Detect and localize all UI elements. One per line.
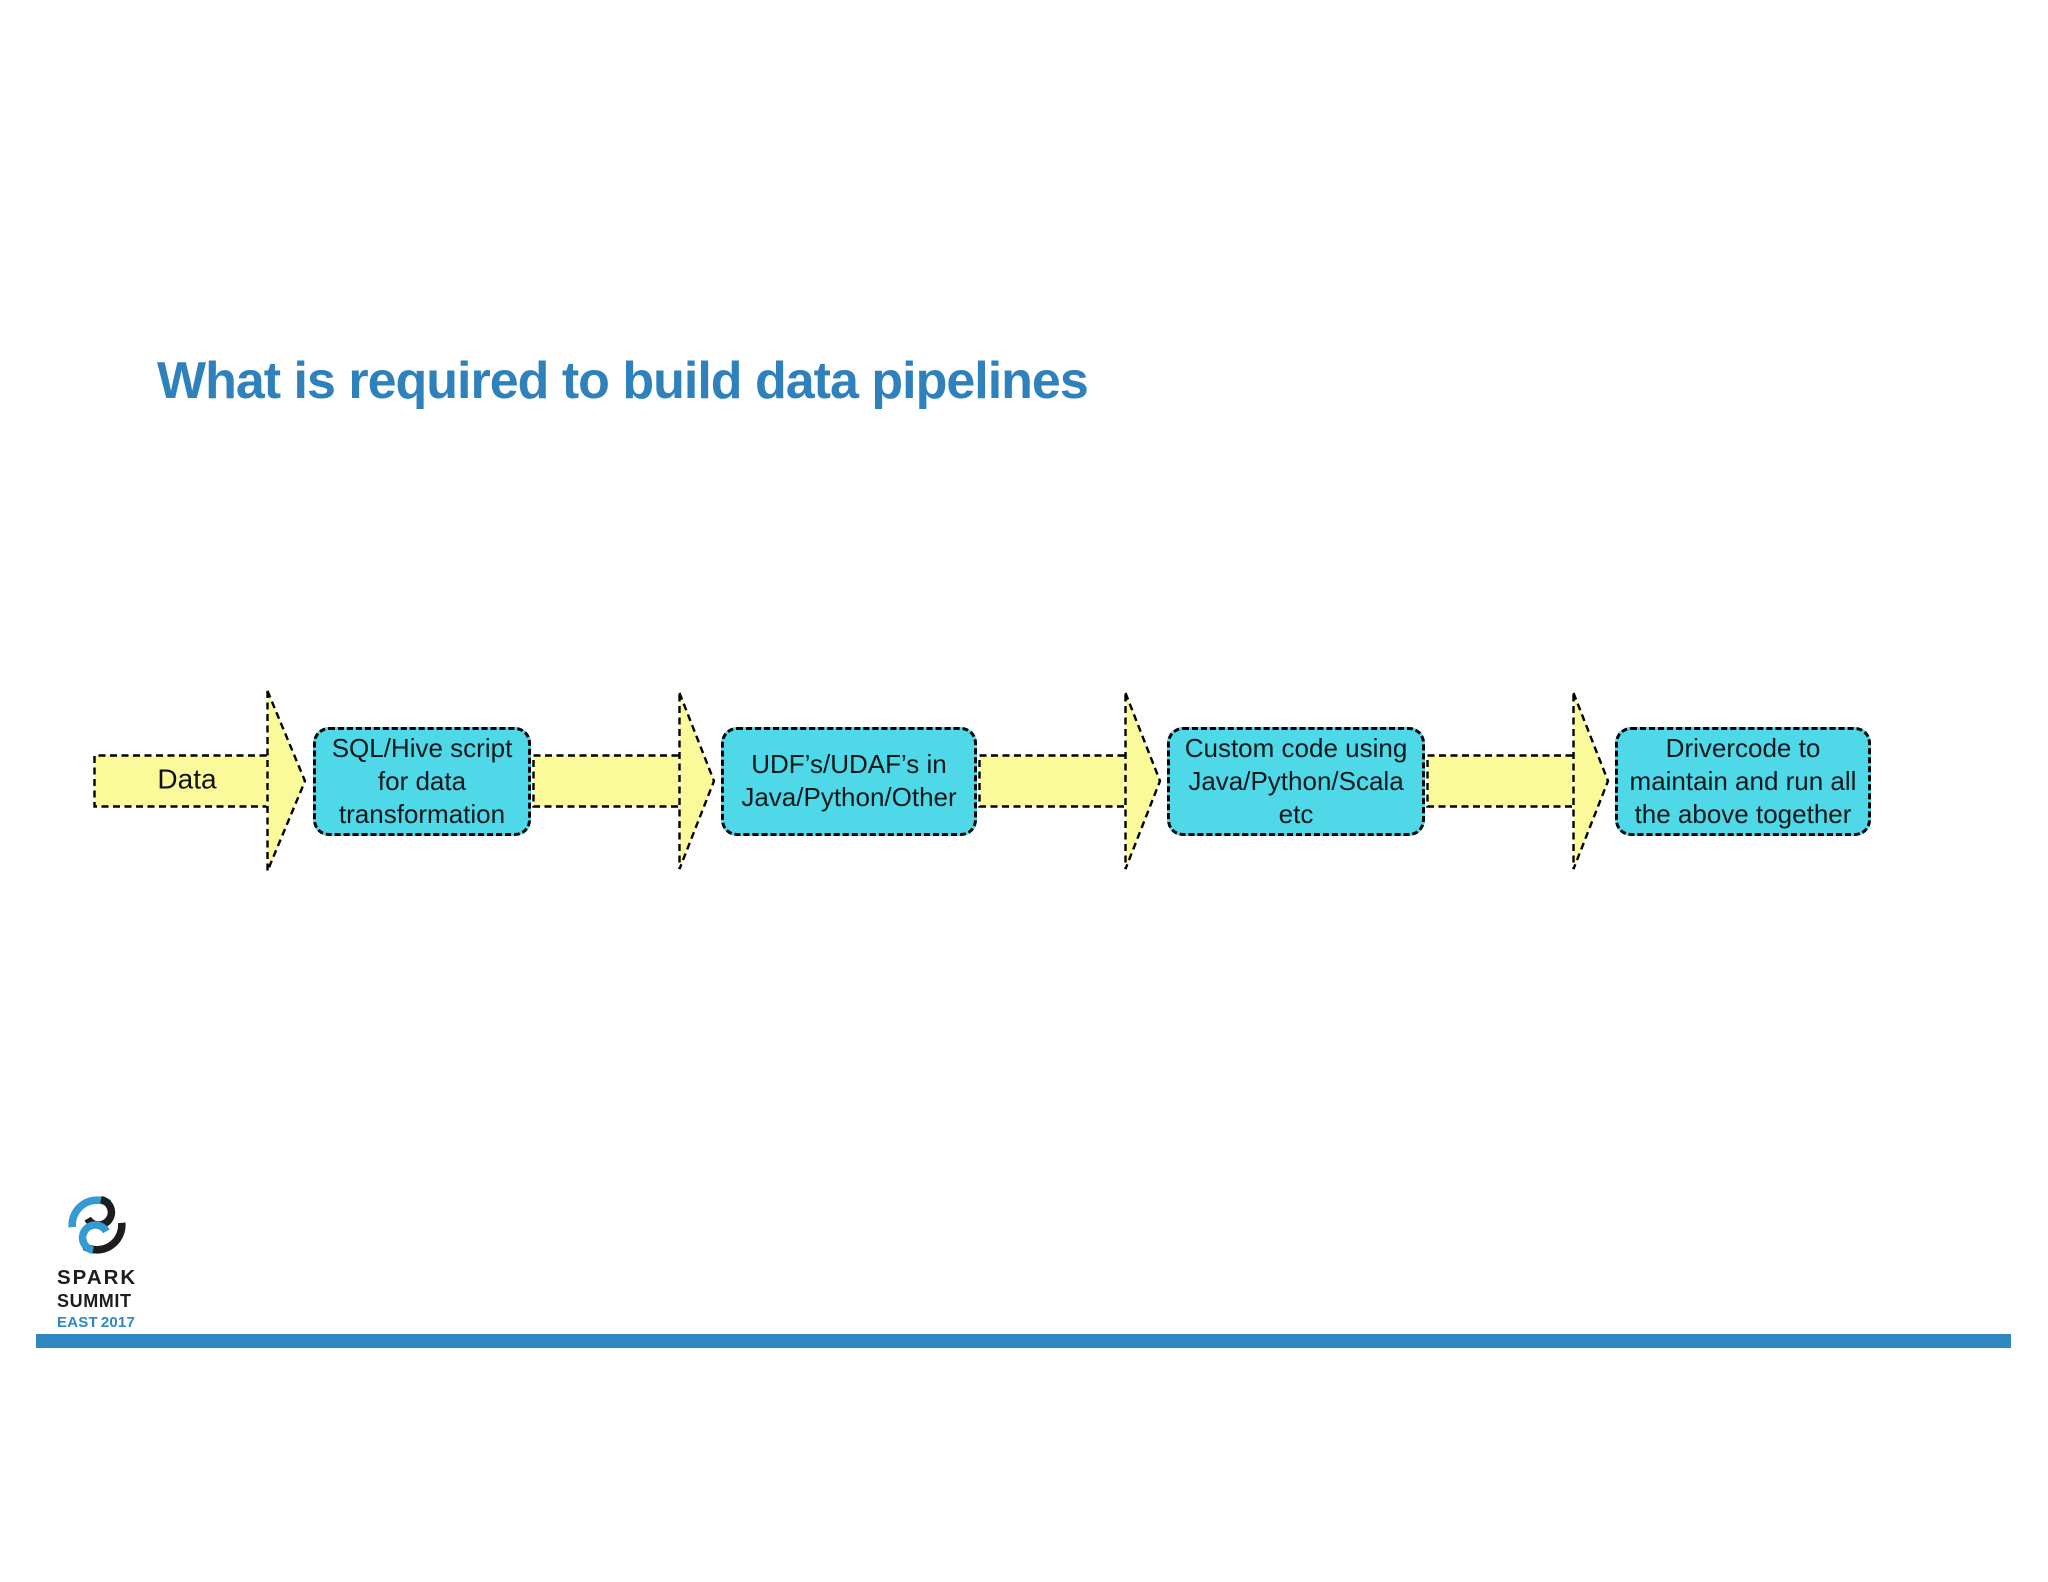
flow-arrow-1 — [531, 688, 716, 874]
step-sql-hive-script: SQL/Hive script for data transformation — [313, 726, 531, 836]
flow-arrow-3 — [1425, 688, 1610, 874]
step-custom-code: Custom code using Java/Python/Scala etc — [1167, 726, 1425, 836]
step-udfs-udafs: UDF’s/UDAF’s in Java/Python/Other — [721, 726, 977, 836]
logo-year-label: 2017 — [100, 1314, 135, 1331]
footer-accent-bar — [36, 1334, 2011, 1348]
flow-arrow-2 — [977, 688, 1162, 874]
spark-summit-s-icon — [68, 1196, 126, 1254]
logo-east-label: EAST — [57, 1314, 98, 1331]
pipeline-flow-diagram: Data SQL/Hive script for data transforma… — [92, 688, 1871, 874]
logo-summit-text: SUMMIT — [57, 1291, 132, 1311]
logo-spark-text: SPARK — [57, 1266, 138, 1289]
arrow-right-icon — [978, 692, 1162, 870]
arrow-right-icon — [93, 690, 307, 872]
slide-title: What is required to build data pipelines — [157, 352, 1089, 410]
arrow-right-icon — [532, 692, 716, 870]
arrow-right-icon — [1426, 692, 1610, 870]
data-input-arrow: Data — [92, 688, 308, 874]
step-drivercode: Drivercode to maintain and run all the a… — [1615, 726, 1871, 836]
